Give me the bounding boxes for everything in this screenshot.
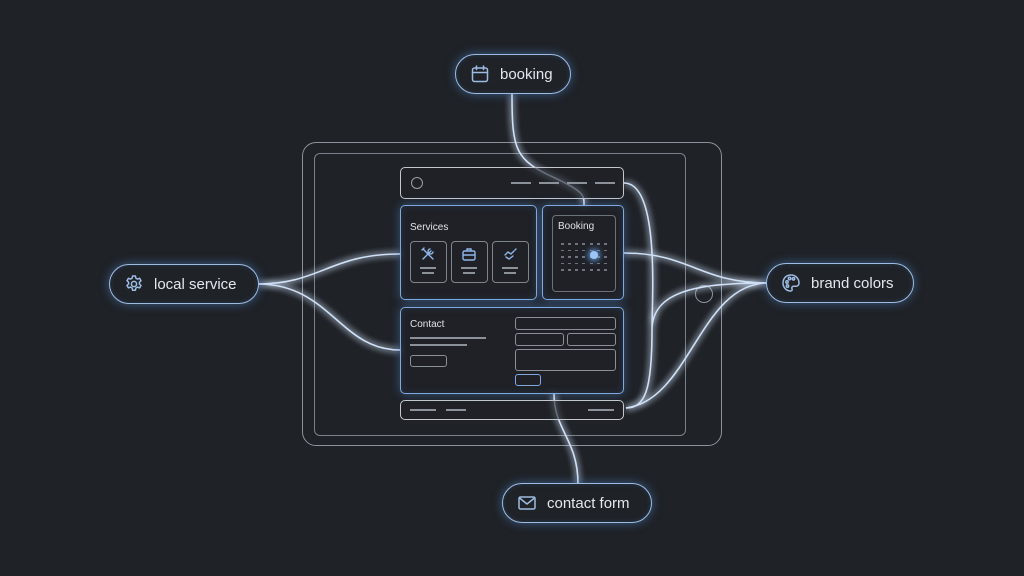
navbar-menu-item	[567, 182, 587, 184]
tools-icon	[421, 247, 434, 260]
wireframe-navbar	[400, 167, 624, 199]
footer-link	[446, 409, 466, 411]
footer-link	[410, 409, 436, 411]
booking-title: Booking	[558, 221, 595, 232]
service-card-line	[422, 272, 434, 274]
service-card	[410, 241, 447, 283]
service-card	[451, 241, 488, 283]
contact-text-line	[410, 337, 486, 339]
node-local-service-label: local service	[154, 275, 237, 293]
briefcase-icon	[462, 248, 476, 261]
service-card-line	[463, 272, 475, 274]
node-booking-label: booking	[500, 65, 553, 83]
contact-text-line	[410, 344, 467, 346]
node-contact-form[interactable]: contact form	[502, 483, 652, 523]
contact-button-outline	[410, 355, 447, 367]
calendar-grid	[559, 243, 609, 271]
wire-brand-colors-navbar	[623, 182, 769, 409]
service-card-line	[420, 267, 436, 269]
navbar-menu-item	[539, 182, 559, 184]
services-title: Services	[410, 222, 449, 233]
form-field-phone	[567, 333, 616, 346]
node-brand-colors[interactable]: brand colors	[766, 263, 914, 303]
service-card-line	[461, 267, 477, 269]
form-submit-button	[515, 374, 541, 386]
palette-icon	[782, 274, 800, 292]
node-booking[interactable]: booking	[455, 54, 571, 94]
form-field-email	[515, 333, 564, 346]
wire-brand-colors-booking	[623, 252, 769, 284]
wireframe-footer	[400, 400, 624, 420]
service-card-line	[502, 267, 518, 269]
calendar-icon	[471, 65, 489, 83]
booking-calendar: Booking	[552, 215, 616, 292]
service-card	[492, 241, 529, 283]
service-card-line	[504, 272, 516, 274]
wireframe-services-section: Services	[400, 205, 537, 300]
calendar-selected-day	[590, 251, 598, 259]
wireframe-contact-section: Contact	[400, 307, 624, 394]
tablet-screen	[314, 153, 686, 436]
tablet-home-button	[695, 285, 713, 303]
envelope-icon	[518, 496, 536, 510]
navbar-menu-item	[511, 182, 531, 184]
node-local-service[interactable]: local service	[109, 264, 259, 304]
navbar-logo-icon	[411, 177, 423, 189]
wire-brand-colors-footer	[625, 282, 769, 409]
gear-icon	[126, 275, 142, 291]
node-brand-colors-label: brand colors	[811, 274, 894, 292]
node-contact-form-label: contact form	[547, 494, 630, 512]
wire-local-service-services	[257, 253, 401, 285]
footer-link	[588, 409, 614, 411]
contact-title: Contact	[410, 319, 445, 330]
handshake-icon	[504, 248, 517, 260]
form-field-name	[515, 317, 616, 330]
navbar-menu-item	[595, 182, 615, 184]
wire-local-service-contact	[257, 283, 401, 351]
form-field-message	[515, 349, 616, 371]
wireframe-booking-section: Booking	[542, 205, 624, 300]
